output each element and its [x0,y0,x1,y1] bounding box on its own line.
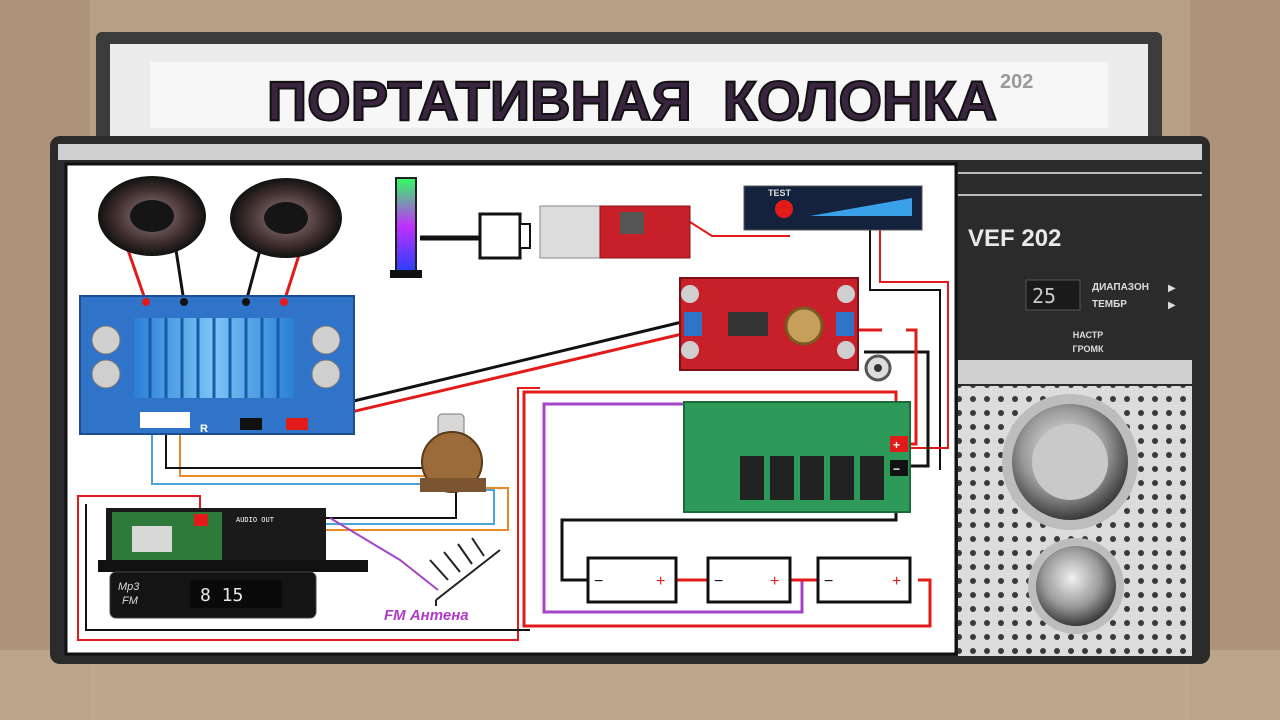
band-arrow-icon: ▶ [1168,283,1176,294]
radio-brand: VEF 202 [968,225,1061,252]
page-title: ПОРТАТИВНАЯ КОЛОНКА [267,69,997,132]
speaker-left [98,176,206,256]
amplifier-board [79,295,355,435]
mp3-display: 8 15 [200,585,243,606]
mp3-logo-top: Mp3 [118,581,140,593]
battery-3 [816,556,912,604]
amp-channel-label: R [200,423,208,435]
usb-charger-module [539,205,691,259]
timbre-arrow-icon: ▶ [1168,300,1176,311]
radio-top-brand: 202 [1000,71,1033,93]
wire-indicator-black [869,228,941,470]
wire-spk2-red [282,251,302,303]
wire-boost-gnd [864,350,930,468]
wire-amp-gnd-sig [165,428,440,469]
radio-handle [96,32,1162,142]
battery-1 [586,556,678,604]
mp3-logo-bottom: FM [122,595,139,607]
wire-antenna [329,517,439,591]
wire-amp-vcc [291,332,683,428]
battery-3-plus: + [892,573,901,590]
battery-test-indicator [743,185,923,231]
tuning-knob[interactable] [1002,394,1138,530]
wire-spk1-red [126,249,148,303]
mp3-module [98,508,368,619]
wire-mp3-gnd [85,504,530,631]
dc-jack [864,354,892,382]
bms-minus-label: − [893,462,900,476]
mp3-header-label: AUDIO OUT [236,516,275,524]
battery-1-minus: − [594,573,603,590]
band-window [1025,279,1081,311]
usb-plug [478,212,531,260]
wire-amp-R [179,428,436,477]
band-label: ДИАПАЗОН [1092,282,1149,293]
fm-antenna-label: FM Антена [384,607,469,624]
timbre-label: ТЕМБР [1092,299,1127,310]
wire-amp-L [151,428,430,485]
battery-2-minus: − [714,573,723,590]
band-value: 25 [1032,284,1056,308]
battery-2-plus: + [770,573,779,590]
boost-converter [679,277,859,371]
test-label: TEST [768,188,792,198]
battery-3-minus: − [824,573,833,590]
fm-antenna-icon [429,537,501,606]
audio-level-bar [390,177,422,278]
battery-2 [706,556,792,604]
wire-usb-indicator [689,221,790,237]
speaker-right [230,178,342,258]
tuning-label: НАСТР [1073,330,1104,340]
wire-spk1-black [174,249,186,303]
wires [77,221,949,641]
wire-bms-batt-plus [522,390,932,628]
bms-plus-label: + [893,438,900,452]
bms-board [683,401,911,513]
volume-knob[interactable] [1028,538,1124,634]
wire-mp3-vcc [77,387,540,641]
wire-spk2-black [244,249,262,303]
wire-bms-batt-minus [560,508,898,582]
tuning-sub-label: ГРОМК [1073,344,1104,354]
volume-potentiometer [420,413,486,493]
battery-1-plus: + [656,573,665,590]
wire-indicator-red [879,228,949,449]
